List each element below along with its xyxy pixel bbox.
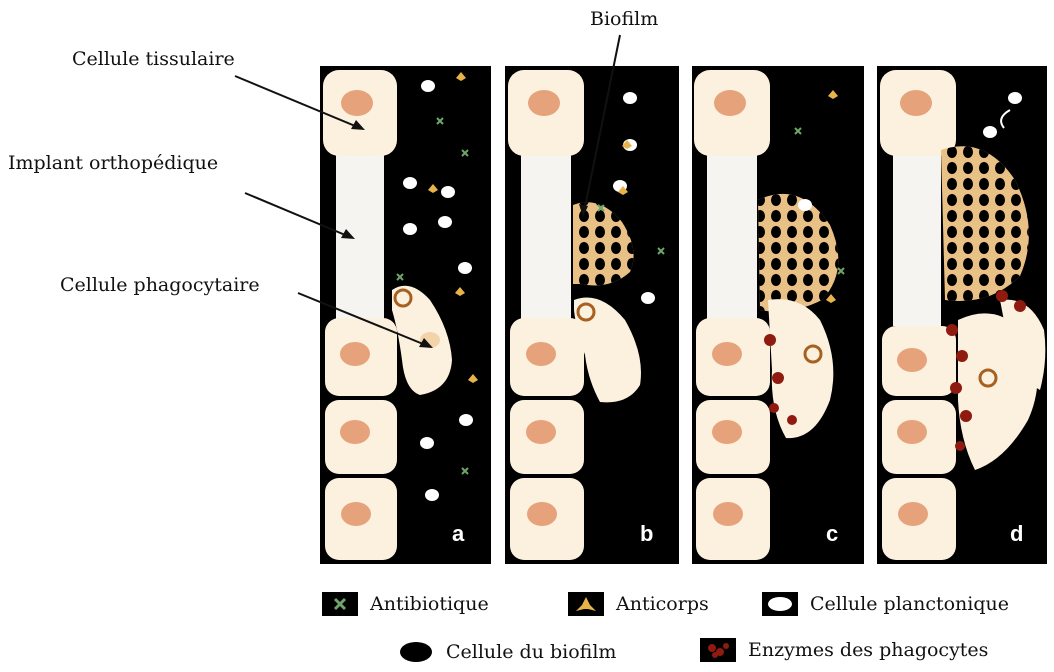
label-implant: Implant orthopédique — [8, 152, 218, 174]
panel-letter-c: c — [826, 521, 838, 546]
label-biofilm: Biofilm — [590, 8, 658, 30]
planktonic-cell-icon — [762, 592, 798, 616]
legend-enzymes: Enzymes des phagocytes — [700, 638, 988, 662]
panel-c — [692, 66, 864, 564]
legend-anticorps-label: Anticorps — [616, 593, 709, 615]
legend-planctonique: Cellule planctonique — [762, 592, 1009, 616]
label-cellule-tissulaire: Cellule tissulaire — [72, 48, 235, 70]
label-phagocytaire: Cellule phagocytaire — [60, 274, 260, 296]
enzyme-icon — [700, 638, 736, 662]
legend-biofilm-cell: Cellule du biofilm — [398, 640, 616, 664]
antibiotic-icon — [322, 592, 358, 616]
legend-antibiotique: Antibiotique — [322, 592, 489, 616]
legend-antibiotique-label: Antibiotique — [370, 593, 489, 615]
panel-a — [320, 66, 491, 564]
legend-anticorps: Anticorps — [568, 592, 709, 616]
panel-letter-a: a — [452, 521, 465, 546]
antibody-icon — [568, 592, 604, 616]
panel-d — [877, 66, 1047, 564]
legend-planctonique-label: Cellule planctonique — [810, 593, 1009, 615]
legend-enzymes-label: Enzymes des phagocytes — [748, 639, 988, 661]
legend-biofilm-cell-label: Cellule du biofilm — [446, 641, 616, 663]
panel-b — [505, 66, 679, 564]
biofilm-cell-icon — [398, 640, 434, 664]
panel-letter-b: b — [640, 521, 653, 546]
panel-letter-d: d — [1010, 521, 1023, 546]
